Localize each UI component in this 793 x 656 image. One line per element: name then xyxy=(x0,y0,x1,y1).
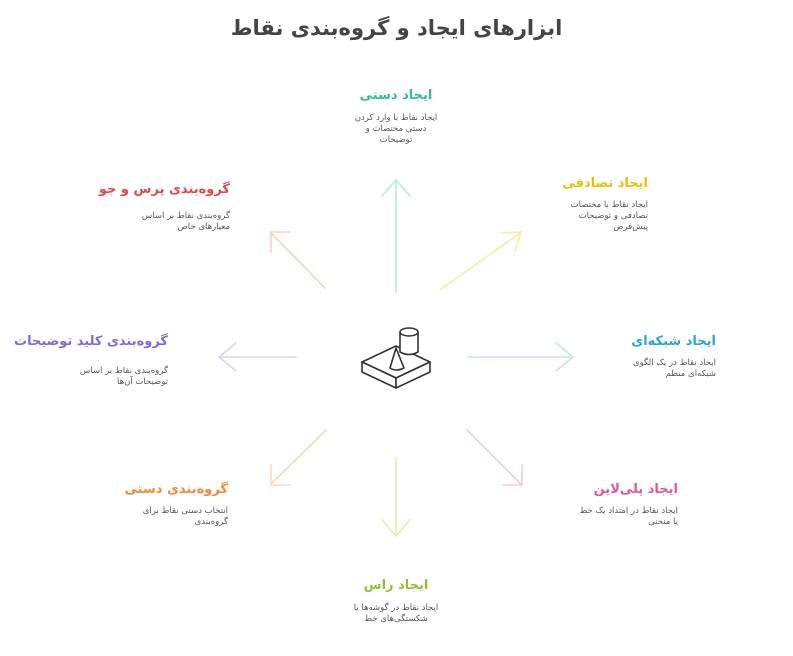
node-title: ایجاد راس xyxy=(363,578,429,593)
arrow-random xyxy=(439,231,522,291)
arrow-manual xyxy=(381,179,411,293)
arrow-query-group xyxy=(270,231,326,289)
node-vertex-creation: ایجاد راس ایجاد نقاط در گوشه‌ها یا شکستگ… xyxy=(336,578,456,625)
node-manual-creation: ایجاد دستی ایجاد نقاط با وارد کردن دستی … xyxy=(330,88,462,146)
arrow-manual-group xyxy=(270,429,327,486)
node-description-key-grouping: گروه‌بندی کلید توضیحات گروه‌بندی نقاط بر… xyxy=(14,334,168,388)
node-description: ایجاد نقاط در گوشه‌ها یا شکستگی‌های خط xyxy=(353,603,439,624)
node-description: گروه‌بندی نقاط بر اساس توضیحات آن‌ها xyxy=(79,366,168,387)
arrow-key-group xyxy=(218,342,297,372)
node-query-grouping: گروه‌بندی پرس و جو گروه‌بندی نقاط بر اسا… xyxy=(96,182,230,233)
node-title: گروه‌بندی پرس و جو xyxy=(98,182,230,197)
node-title: ایجاد تصادفی xyxy=(562,176,648,191)
page-title: ابزارهای ایجاد و گروه‌بندی نقاط xyxy=(230,16,563,40)
node-description: ایجاد نقاط با وارد کردن دستی مختصات و تو… xyxy=(354,113,438,145)
node-grid-creation: ایجاد شبکه‌ای ایجاد نقاط در یک الگوی شبک… xyxy=(600,334,716,380)
node-description: ایجاد نقاط در امتداد یک خط یا منحنی xyxy=(579,506,679,527)
arrow-vertex xyxy=(381,457,411,537)
arrow-polyline xyxy=(466,429,523,486)
node-title: گروه‌بندی دستی xyxy=(124,482,228,497)
node-manual-grouping: گروه‌بندی دستی انتخاب دستی نقاط برای گرو… xyxy=(110,482,228,528)
node-description: انتخاب دستی نقاط برای گروه‌بندی xyxy=(142,506,228,527)
node-description: ایجاد نقاط با مختصات تصادفی و توضیحات پی… xyxy=(570,200,648,232)
node-title: ایجاد پلی‌لاین xyxy=(593,482,678,497)
cube-cone-cylinder-icon xyxy=(361,327,431,389)
arrow-grid xyxy=(467,342,574,372)
node-title: ایجاد شبکه‌ای xyxy=(631,334,716,349)
node-random-creation: ایجاد تصادفی ایجاد نقاط با مختصات تصادفی… xyxy=(548,176,648,233)
node-polyline-creation: ایجاد پلی‌لاین ایجاد نقاط در امتداد یک خ… xyxy=(556,482,679,528)
node-description: ایجاد نقاط در یک الگوی شبکه‌ای منظم xyxy=(632,358,716,379)
node-title: گروه‌بندی کلید توضیحات xyxy=(14,334,168,349)
node-description: گروه‌بندی نقاط بر اساس معیارهای خاص xyxy=(141,211,230,232)
node-title: ایجاد دستی xyxy=(359,88,433,103)
